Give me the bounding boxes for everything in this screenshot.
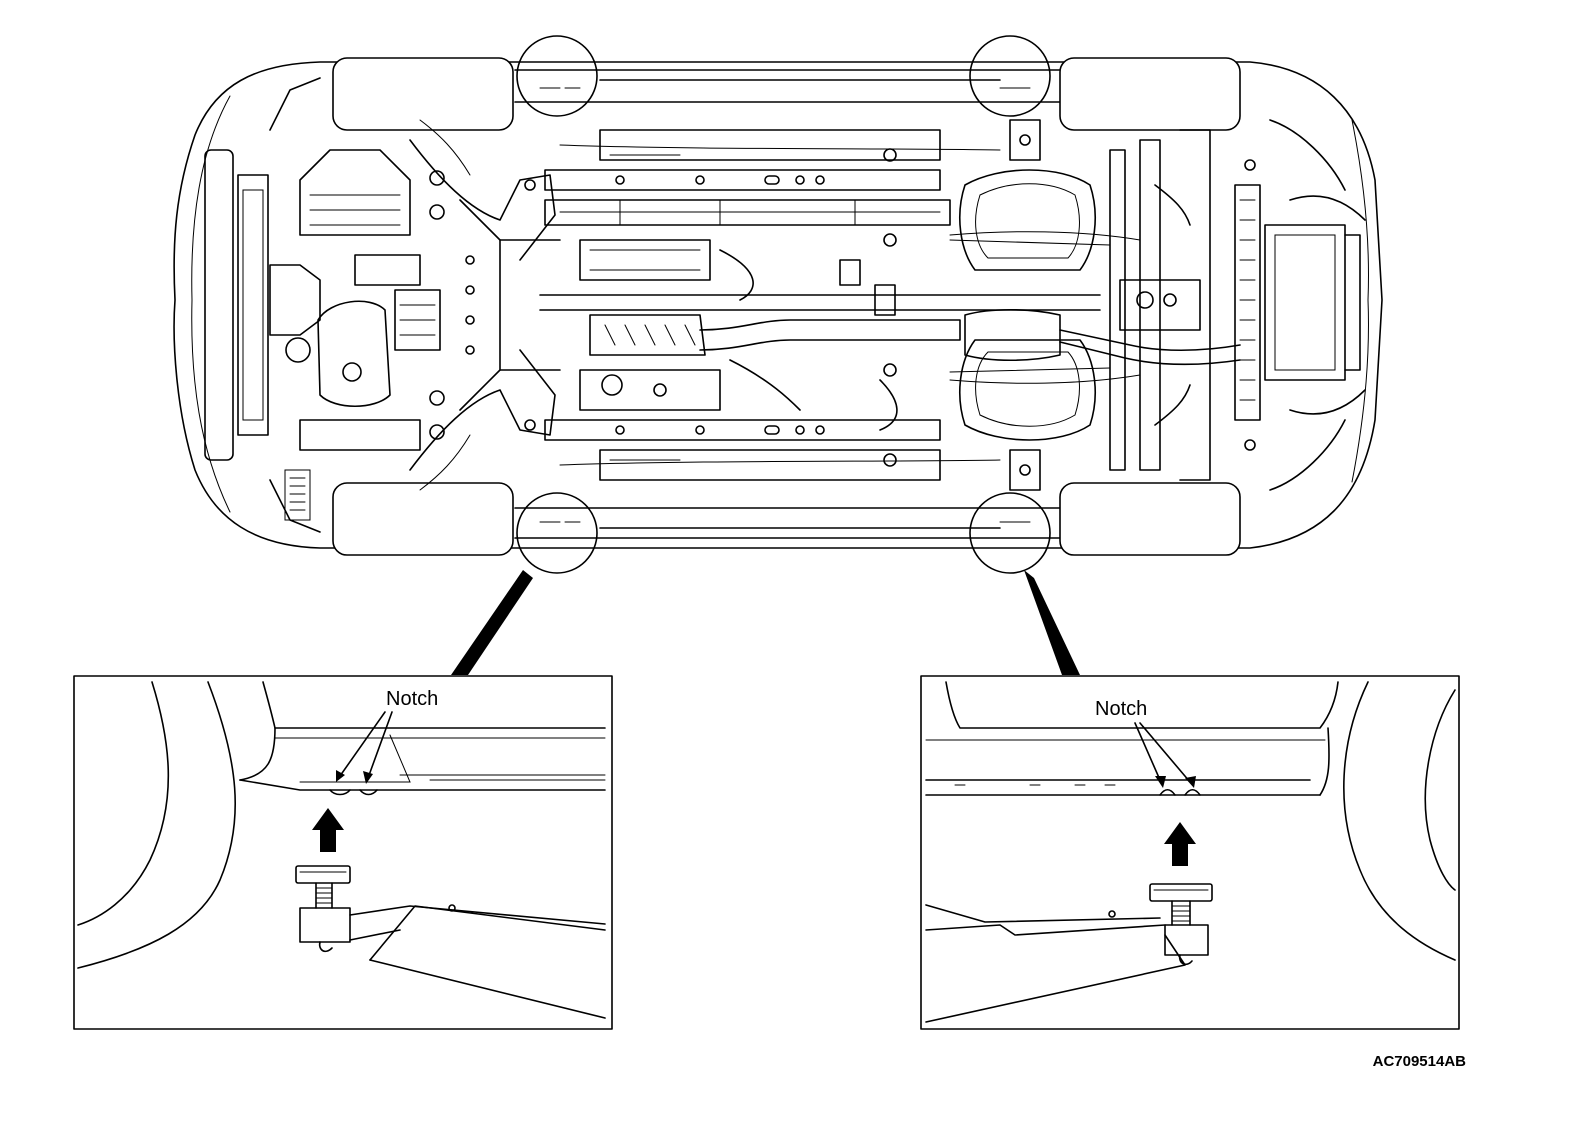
tire-front-right (332, 482, 514, 556)
tire-rear-right (1059, 482, 1241, 556)
body-outline (173, 61, 1383, 549)
lift-arrow-right (1164, 822, 1196, 866)
tire-rear-left (1059, 57, 1241, 131)
lift-arm-right (925, 883, 1213, 1023)
notch-leader-right-2 (1139, 722, 1191, 783)
fuel-tank (949, 169, 1111, 441)
jack-point-circle-front-upper (516, 35, 598, 117)
detail-right-frame (920, 675, 1460, 1030)
vehicle-underbody (173, 35, 1383, 574)
detail-left: Notch (73, 675, 613, 1030)
catalytic-converter-rear (964, 308, 1061, 362)
notch-leader-left-2 (367, 711, 393, 779)
side-sill-upper (514, 69, 1061, 103)
lift-arm-left (295, 865, 606, 1019)
catalytic-converter-front (589, 314, 706, 356)
notch-leader-left-1 (339, 711, 386, 777)
jack-point-circle-rear-upper (969, 35, 1051, 117)
detail-right: Notch (920, 675, 1460, 1030)
lift-arrow-left (312, 808, 344, 852)
front-subframe (409, 119, 561, 491)
rear-muffler (1234, 119, 1366, 491)
rear-suspension (1009, 119, 1211, 491)
pointer-right (1024, 570, 1080, 675)
front-structure (204, 77, 441, 533)
detail-left-frame (73, 675, 613, 1030)
figure-code: AC709514AB (1373, 1053, 1467, 1070)
side-sill-lower (514, 507, 1061, 539)
floor-rails (544, 129, 951, 481)
notch-label-left: Notch (386, 688, 438, 710)
tire-front-left (332, 57, 514, 131)
brake-lines (559, 144, 1141, 466)
notch-label-right: Notch (1095, 698, 1147, 720)
exhaust-driveshaft (539, 239, 1241, 431)
jack-point-circle-rear-lower (969, 492, 1051, 574)
notch-leader-right-1 (1134, 722, 1161, 781)
jack-point-circle-front-lower (516, 492, 598, 574)
pointer-left (451, 570, 533, 675)
oil-pan (317, 300, 391, 408)
